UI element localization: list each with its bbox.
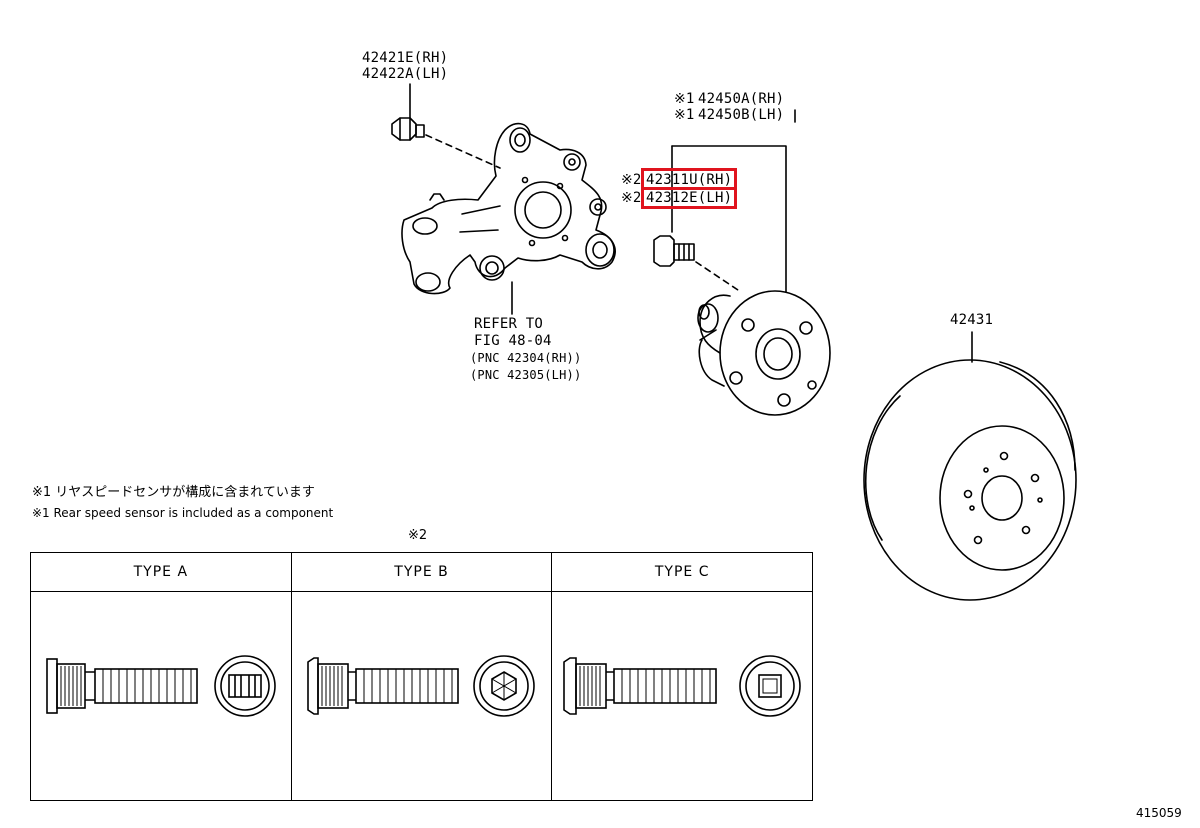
type-a-column: TYPE A xyxy=(31,553,292,800)
type-c-bolt-drawing xyxy=(563,655,802,717)
hub-bolt-prefix-rh: ※2 xyxy=(621,172,642,188)
hub-assembly-part-lh: 42450B(LH) xyxy=(698,107,785,123)
highlight-box-lh xyxy=(641,187,737,209)
knurled-collar-icon xyxy=(56,663,86,709)
hub-bolt-type-table: TYPE A xyxy=(30,552,813,801)
bolt-end-view-icon xyxy=(214,655,276,717)
hub-bolt-part-lh[interactable]: 42312E(LH) xyxy=(646,190,733,206)
hub-assembly-prefix-rh: ※1 xyxy=(674,91,695,107)
bolt-end-view-icon xyxy=(472,655,535,717)
bolt-end-view-icon xyxy=(739,655,802,717)
type-c-column: TYPE C xyxy=(552,553,813,800)
knurled-collar-icon xyxy=(575,663,608,709)
bolt-head-icon xyxy=(306,657,319,715)
figure-number: 415059 xyxy=(1136,806,1182,820)
hub-bolt-prefix-lh: ※2 xyxy=(621,190,642,206)
type-b-bolt-drawing xyxy=(306,655,535,717)
hub-bolt-icon xyxy=(653,235,695,267)
slot-head-icon xyxy=(228,674,262,698)
threaded-shank-icon xyxy=(94,668,198,704)
threaded-shank-icon xyxy=(613,668,718,704)
type-b-header: TYPE B xyxy=(291,553,552,592)
square-socket-icon xyxy=(758,674,783,698)
disc-part-number: 42431 xyxy=(950,312,994,328)
hub-bearing-icon xyxy=(697,290,831,416)
knurl-pattern xyxy=(60,666,82,706)
bolt-head-icon xyxy=(563,657,578,715)
refer-to-line-2[interactable]: FIG 48-04 xyxy=(474,333,552,349)
type-c-header: TYPE C xyxy=(552,553,813,592)
hub-assembly-leader xyxy=(671,145,787,293)
table-ref-mark: ※2 xyxy=(408,528,428,543)
knuckle-bolt-icon xyxy=(391,117,425,141)
refer-to-line-3: (PNC 42304(RH)) xyxy=(470,351,582,365)
type-a-header: TYPE A xyxy=(31,553,291,592)
knuckle-bolt-part-lh: 42422A(LH) xyxy=(362,66,449,82)
hub-bolt-part-rh[interactable]: 42311U(RH) xyxy=(646,172,733,188)
refer-to-line-4: (PNC 42305(LH)) xyxy=(470,368,582,382)
knuckle-bolt-part-rh: 42421E(RH) xyxy=(362,50,449,66)
bolt-head-icon xyxy=(46,658,58,714)
hub-assembly-prefix-lh: ※1 xyxy=(674,107,695,123)
type-b-column: TYPE B xyxy=(291,553,553,800)
steering-knuckle-icon xyxy=(401,122,616,295)
note-en: ※1 Rear speed sensor is included as a co… xyxy=(32,506,334,520)
note-jp: ※1 リヤスピードセンサが構成に含まれています xyxy=(32,485,315,500)
knurled-collar-icon xyxy=(316,663,349,709)
hub-assembly-part-rh: 42450A(RH) xyxy=(698,91,785,107)
brake-disc-icon xyxy=(863,359,1077,601)
refer-to-line-1: REFER TO xyxy=(474,316,544,332)
type-a-bolt-drawing xyxy=(46,655,276,717)
threaded-shank-icon xyxy=(354,668,459,704)
